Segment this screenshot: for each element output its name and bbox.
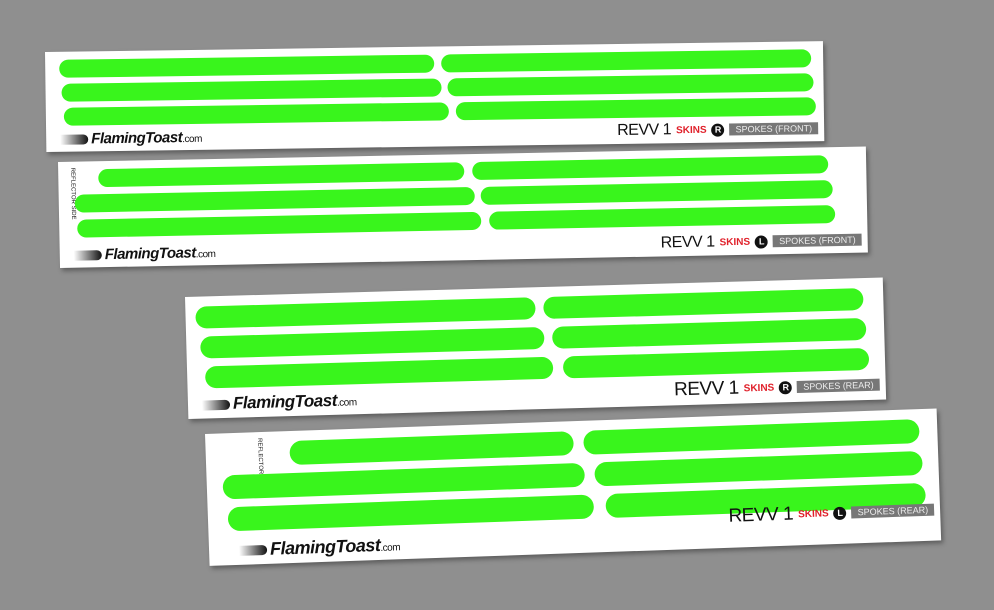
strip (583, 419, 920, 455)
model: REVV 1 (673, 377, 739, 401)
line: SKINS (743, 382, 775, 394)
strip (455, 97, 816, 121)
position: SPOKES (REAR) (797, 378, 880, 393)
brand-name: FlamingToast (91, 129, 183, 148)
position: SPOKES (FRONT) (729, 122, 819, 136)
brand-domain: .com (380, 542, 401, 554)
model: REVV 1 (617, 121, 672, 140)
sticker-sheet-right-rear: FlamingToast.com REVV 1 SKINS R SPOKES (REA… (185, 277, 887, 419)
product-label: REVV 1 SKINS R SPOKES (REAR) (674, 374, 880, 402)
brand-logo: FlamingToast.com (60, 129, 202, 148)
strip (200, 326, 545, 359)
strip (98, 162, 465, 188)
position: SPOKES (REAR) (851, 503, 935, 519)
line: SKINS (797, 507, 829, 520)
strip (543, 288, 864, 319)
brand-logo: FlamingToast.com (73, 244, 216, 264)
brand-domain: .com (336, 397, 357, 409)
strip (59, 54, 435, 78)
brand-logo: FlamingToast.com (238, 534, 401, 561)
strip (489, 205, 836, 230)
strip (61, 78, 442, 102)
flame-icon (73, 250, 102, 261)
strip (63, 102, 449, 126)
brand-name: FlamingToast (232, 390, 338, 413)
strip (594, 450, 923, 487)
strip (441, 49, 812, 73)
flame-icon (201, 399, 231, 411)
strip (551, 317, 867, 349)
side-badge: R (779, 380, 793, 394)
strip (204, 356, 554, 389)
strip (472, 155, 829, 181)
strip (480, 180, 833, 205)
brand-domain: .com (195, 248, 216, 261)
line: SKINS (719, 236, 751, 248)
sticker-sheet-left-front: REFLECTOR SIDE FlamingToast.com REVV 1 SK… (58, 146, 868, 268)
strip (74, 187, 475, 213)
brand-name: FlamingToast (104, 244, 196, 264)
position: SPOKES (FRONT) (773, 233, 862, 248)
strip (77, 211, 482, 238)
strip (562, 347, 870, 379)
side-badge: L (755, 234, 769, 249)
strip (195, 297, 536, 329)
line: SKINS (675, 124, 707, 136)
brand-logo: FlamingToast.com (201, 390, 357, 414)
model: REVV 1 (728, 503, 794, 527)
strip (447, 73, 814, 97)
flame-icon (60, 134, 89, 145)
brand-domain: .com (182, 133, 202, 146)
side-badge: R (711, 123, 725, 137)
flame-icon (238, 545, 268, 557)
model: REVV 1 (660, 233, 715, 252)
reflector-note: REFLECTOR SIDE (69, 167, 77, 220)
brand-name: FlamingToast (269, 534, 381, 559)
strip (227, 494, 595, 532)
product-label: REVV 1 SKINS L SPOKES (FRONT) (661, 231, 862, 253)
strip (289, 431, 574, 466)
strip (222, 462, 586, 500)
side-badge: L (833, 506, 847, 520)
